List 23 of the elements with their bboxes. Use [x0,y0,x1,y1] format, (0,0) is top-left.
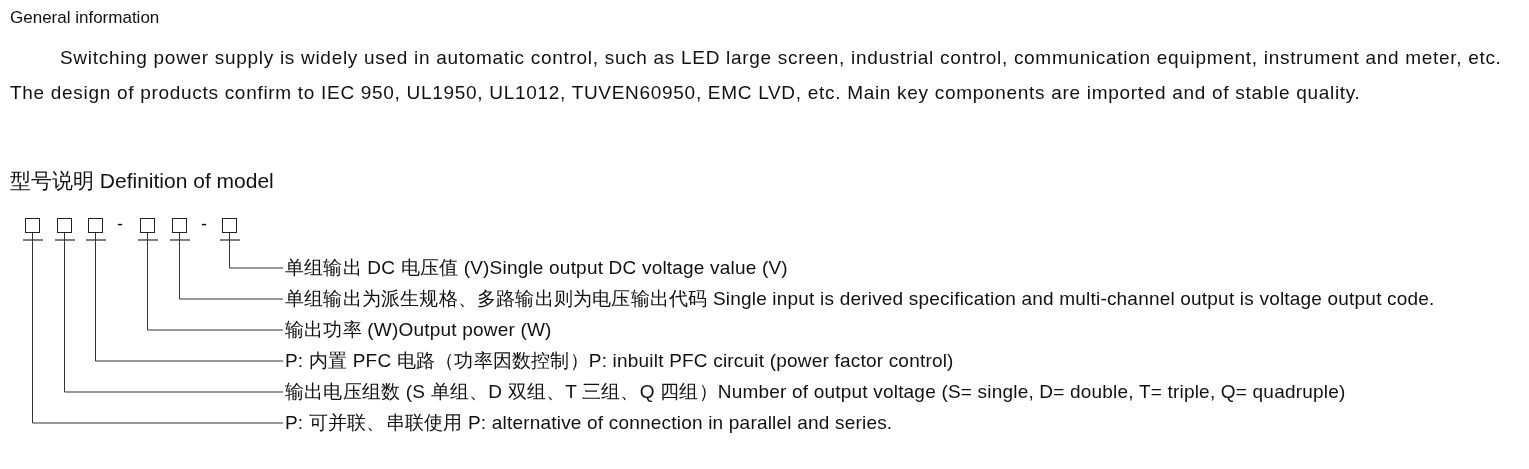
leader-line [32,232,284,424]
code-box [88,218,103,233]
description-text: 单组输出 DC 电压值 (V)Single output DC voltage value (V) [285,257,788,279]
separator-dash: - [117,214,123,235]
description-text: 输出电压组数 (S 单组、D 双组、T 三组、Q 四组）Number of output voltage (S= single, D= double, T= triple, Q= quadruple) [285,381,1346,403]
leader-line [147,232,284,331]
leader-line [229,232,284,269]
code-box [57,218,72,233]
description-text: P: 可并联、串联使用 P: alternative of connection in parallel and series. [285,412,893,434]
description-text: P: 内置 PFC 电路（功率因数控制）P: inbuilt PFC circuit (power factor control) [285,350,954,372]
leader-line [95,232,284,362]
separator-dash: - [201,214,207,235]
leader-line [179,232,284,300]
code-box [172,218,187,233]
description-text: 单组输出为派生规格、多路输出则为电压输出代码 Single input is derived specification and multi-channel output is voltage output code. [285,288,1435,310]
code-box [222,218,237,233]
description-text: 输出功率 (W)Output power (W) [285,319,552,341]
code-box [25,218,40,233]
paragraph: Switching power supply is widely used in automatic control, such as LED large screen, industrial control, communication equipment, instrument and meter, etc. The design of products confirm to IEC 950, UL1950, UL1012, TUVEN60950, EMC LVD, etc. Main key components are imported and of stable quality. [10,46,1503,105]
section-heading: General information [10,8,160,28]
leader-line [64,232,284,393]
code-box [140,218,155,233]
section-heading: 型号说明 Definition of model [10,168,274,194]
